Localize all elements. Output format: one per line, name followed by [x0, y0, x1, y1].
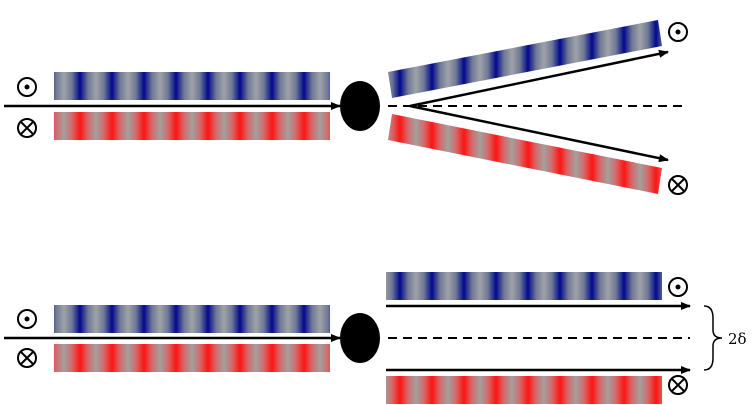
into-page-icon [668, 375, 688, 395]
separation-label: 2δ [728, 330, 747, 348]
into-page-icon [17, 118, 37, 138]
incoming-blue-beam [54, 72, 330, 100]
outgoing-blue-beam [388, 20, 662, 98]
out-of-page-icon [17, 77, 37, 97]
outgoing-arrow-up [409, 49, 669, 108]
incoming-red-beam [54, 112, 330, 140]
incoming-red-beam [54, 344, 330, 372]
incoming-blue-beam [54, 305, 330, 333]
out-of-page-icon [17, 309, 37, 329]
out-of-page-icon [668, 22, 688, 42]
out-of-page-icon [668, 277, 688, 297]
outgoing-red-beam [386, 376, 662, 404]
separation-brace [703, 305, 723, 371]
scatterer-ellipse [340, 81, 380, 131]
into-page-icon [668, 175, 688, 195]
into-page-icon [17, 348, 37, 368]
outgoing-red-beam [388, 114, 662, 194]
outgoing-arrow-down [409, 104, 669, 163]
scatterer-ellipse [340, 313, 380, 363]
top-panel [4, 20, 688, 195]
outgoing-blue-beam [386, 272, 662, 300]
bottom-panel: 2δ [4, 272, 747, 404]
